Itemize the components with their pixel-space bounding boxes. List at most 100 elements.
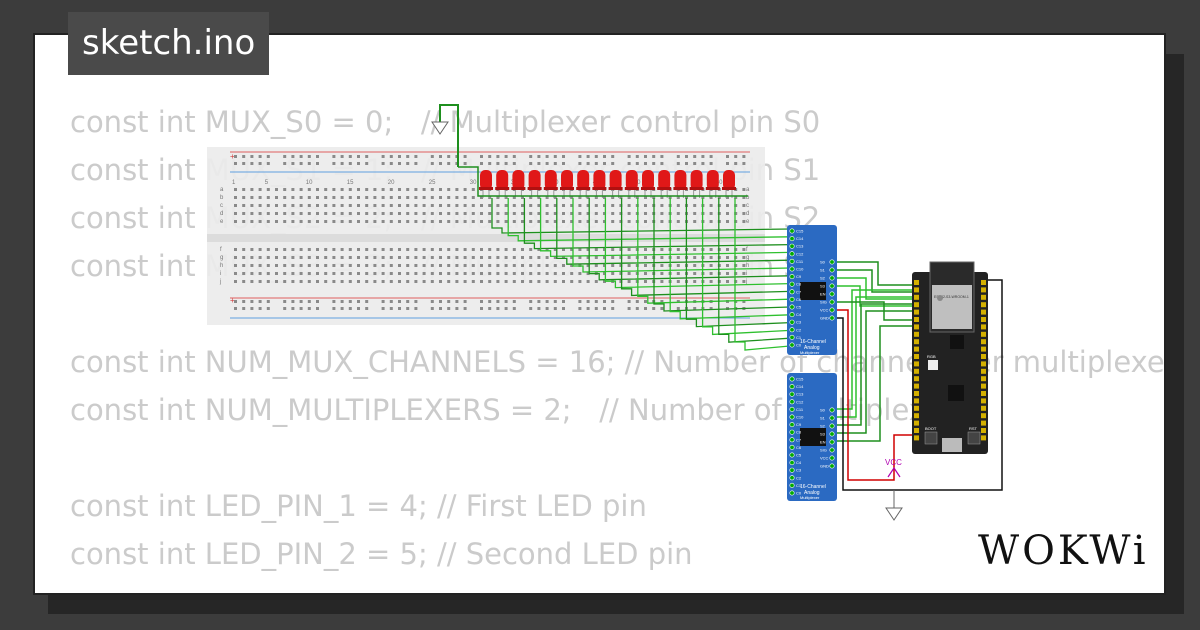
wire	[837, 269, 914, 293]
breadboard-hole	[389, 188, 393, 191]
breadboard-hole	[234, 264, 237, 267]
breadboard-hole	[291, 256, 295, 259]
mux-pin	[789, 406, 795, 412]
breadboard-hole	[578, 220, 582, 223]
mux-pin	[789, 414, 795, 420]
breadboard-hole	[537, 204, 541, 207]
breadboard-hole	[430, 162, 434, 165]
breadboard-hole	[709, 212, 713, 215]
mux-pin	[789, 384, 795, 390]
breadboard-hole	[578, 272, 582, 275]
breadboard-hole	[496, 204, 500, 207]
breadboard-hole	[455, 155, 459, 158]
breadboard-hole	[283, 220, 287, 223]
breadboard-hole	[340, 212, 344, 215]
esp32-pin	[981, 391, 986, 396]
breadboard-hole	[693, 155, 697, 158]
wire	[523, 198, 791, 250]
mux-pin	[789, 266, 795, 272]
breadboard-hole	[381, 196, 385, 199]
breadboard-hole	[389, 300, 393, 303]
breadboard-hole	[570, 220, 574, 223]
breadboard-hole	[496, 264, 500, 267]
breadboard-hole	[676, 204, 680, 207]
breadboard-hole	[299, 256, 303, 259]
breadboard-hole	[471, 256, 475, 259]
led-rim	[511, 187, 526, 190]
mux-pin	[829, 415, 835, 421]
esp32-pin	[981, 361, 986, 367]
breadboard-hole	[545, 155, 549, 158]
breadboard-hole	[726, 248, 729, 251]
breadboard-hole	[455, 307, 459, 310]
breadboard-hole	[726, 220, 729, 223]
reset-button[interactable]	[967, 431, 981, 445]
column-label: 15	[347, 180, 354, 186]
breadboard-hole	[537, 162, 541, 165]
breadboard-hole	[447, 212, 451, 215]
boot-button[interactable]	[924, 431, 938, 445]
breadboard-hole	[340, 272, 344, 275]
esp32-pin	[914, 428, 919, 433]
breadboard-hole	[447, 155, 451, 158]
esp32-pin	[981, 317, 986, 322]
breadboard-hole	[422, 248, 426, 251]
breadboard-hole	[365, 256, 369, 259]
wire	[837, 296, 914, 418]
breadboard-hole	[611, 300, 615, 303]
breadboard-hole	[234, 204, 237, 207]
breadboard-hole	[594, 204, 598, 207]
breadboard-hole	[709, 256, 713, 259]
breadboard-hole	[430, 272, 434, 275]
breadboard-hole	[299, 307, 303, 310]
breadboard-hole	[496, 248, 500, 251]
mux-pin-label: C3	[796, 320, 802, 325]
row-label: c	[220, 203, 223, 209]
mux-pin	[789, 304, 795, 310]
breadboard-hole	[652, 196, 656, 199]
led-rim	[479, 187, 493, 190]
breadboard-hole	[307, 264, 311, 267]
breadboard-hole	[726, 196, 729, 199]
breadboard-hole	[439, 204, 442, 207]
breadboard-hole	[504, 280, 508, 283]
breadboard-hole	[742, 220, 746, 223]
breadboard-hole	[644, 162, 647, 165]
mux-pin-label: C12	[796, 399, 804, 404]
breadboard-hole	[258, 188, 262, 191]
esp32-pin	[981, 309, 986, 315]
breadboard-hole	[537, 220, 541, 223]
led	[706, 170, 719, 190]
breadboard-hole	[332, 264, 336, 267]
breadboard-hole	[422, 220, 426, 223]
breadboard-hole	[693, 162, 697, 165]
mux-pin-label: C0	[796, 491, 802, 496]
breadboard-hole	[439, 307, 442, 310]
breadboard-hole	[365, 220, 369, 223]
ground-icon	[431, 121, 449, 135]
breadboard-hole	[406, 300, 410, 303]
breadboard-hole	[496, 280, 500, 283]
breadboard-hole	[742, 300, 746, 303]
breadboard-hole	[357, 248, 360, 251]
breadboard-hole	[742, 155, 746, 158]
breadboard-hole	[594, 264, 598, 267]
breadboard-hole	[742, 188, 746, 191]
breadboard-hole	[283, 188, 287, 191]
breadboard-hole	[521, 264, 524, 267]
breadboard-center-channel	[207, 234, 765, 242]
breadboard-hole	[726, 264, 729, 267]
breadboard-hole	[307, 300, 311, 303]
code-line: const int LED_PIN_1 = 4; // First LED pi…	[70, 489, 647, 523]
breadboard-hole	[471, 280, 475, 283]
breadboard-hole	[471, 196, 475, 199]
led	[674, 170, 687, 190]
breadboard-hole	[365, 188, 369, 191]
breadboard-hole	[365, 155, 369, 158]
breadboard-hole	[553, 196, 557, 199]
breadboard-hole	[357, 300, 360, 303]
breadboard-hole	[340, 204, 344, 207]
esp32-pin	[981, 287, 986, 293]
mux-pin-label: C1	[796, 335, 802, 340]
breadboard-hole	[324, 220, 328, 223]
